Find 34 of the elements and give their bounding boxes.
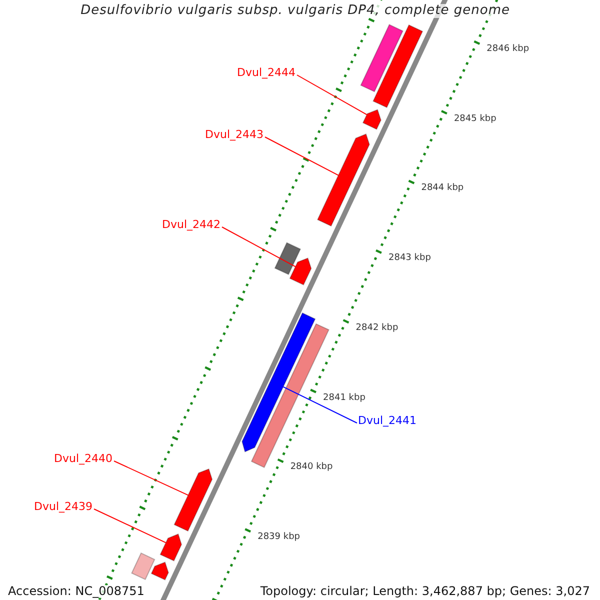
leader-line (264, 136, 339, 176)
gene-label: Dvul_2439 (34, 501, 93, 514)
gene-feature (274, 242, 302, 276)
gene-label: Dvul_2440 (54, 453, 113, 466)
gene-feature (360, 24, 404, 92)
gene-feature (242, 312, 316, 452)
title: Desulfovibrio vulgaris subsp. vulgaris DP4, complete genome (80, 4, 510, 18)
tick-label: 2845 kbp (454, 114, 496, 125)
tick-label: 2841 kbp (323, 394, 366, 404)
gene-label: Dvul_2442 (162, 219, 221, 232)
gene-label: Dvul_2443 (205, 129, 264, 142)
leader-line (114, 460, 189, 496)
gene-feature (160, 533, 182, 562)
leader-line (296, 74, 368, 116)
leader-line (282, 386, 358, 424)
leader-line (94, 508, 166, 544)
footer-text: Topology: circular; Length: 3,462,887 bp; Genes: 3,027 (260, 585, 590, 598)
tick-label: 2843 kbp (388, 254, 431, 264)
tick-label: 2839 kbp (258, 532, 300, 543)
gene-label: Dvul_2444 (237, 67, 296, 80)
gene-feature (131, 552, 156, 580)
tick-label: 2844 kbp (421, 184, 464, 194)
tick-label: 2842 kbp (356, 324, 398, 334)
tick-label: 2840 kbp (290, 463, 333, 474)
footer-text: Accession: NC_008751 (8, 585, 144, 598)
leader-line (222, 226, 296, 268)
gene-feature (372, 24, 424, 108)
gene-feature (150, 562, 169, 580)
gene-feature (316, 133, 370, 227)
gene-label: Dvul_2441 (358, 415, 417, 428)
tick-label: 2846 kbp (486, 45, 530, 56)
gene-feature (289, 257, 312, 286)
gene-feature (174, 468, 213, 532)
gene-feature (362, 109, 382, 130)
